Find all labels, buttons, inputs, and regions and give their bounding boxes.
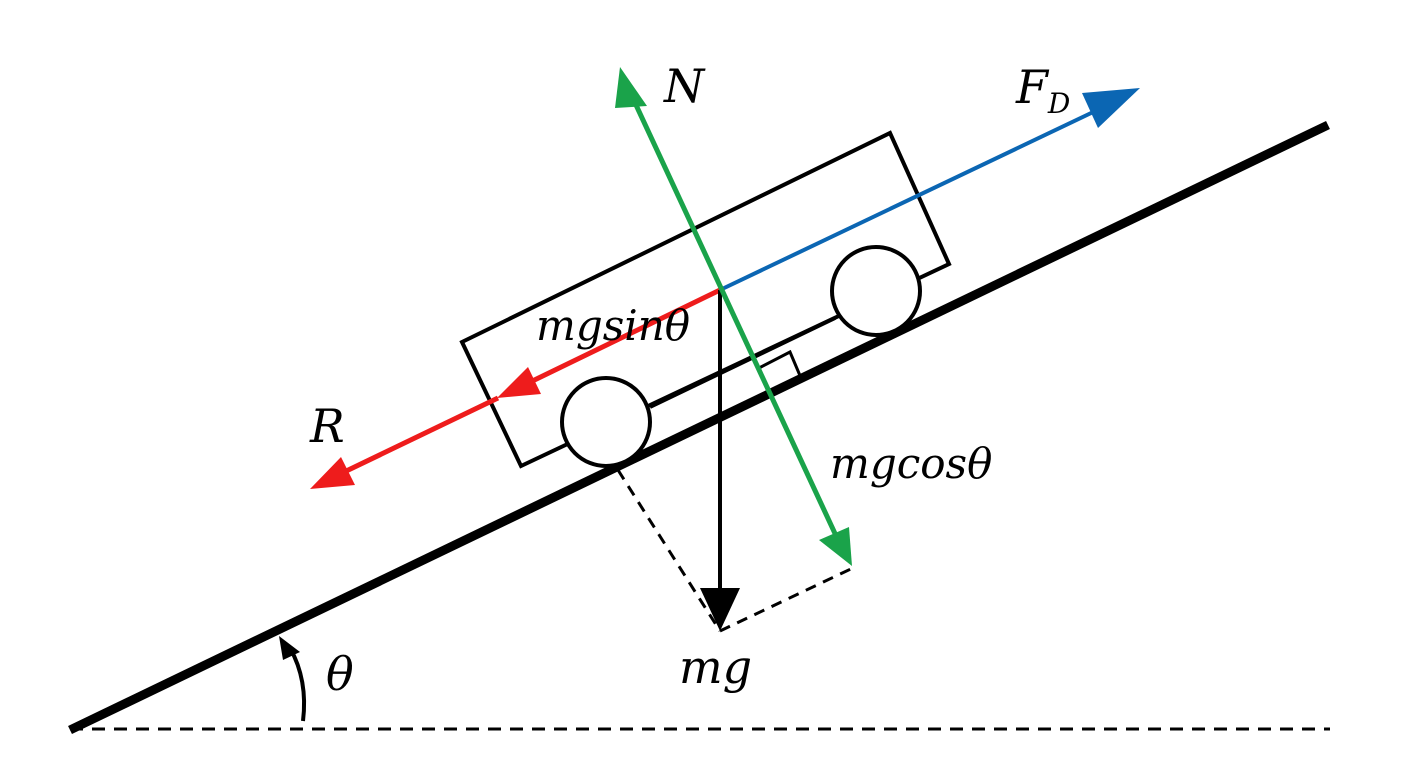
parallel-component-arrow <box>497 287 722 398</box>
angle-arc <box>279 636 307 722</box>
front-wheel <box>830 245 922 337</box>
rear-wheel <box>560 376 652 468</box>
perpendicular-component-label: mgcosθ <box>830 439 992 488</box>
resistance-arrow <box>310 395 500 489</box>
resistance-label: R <box>309 399 345 453</box>
cart-axle <box>649 316 836 409</box>
normal-force-arrow <box>615 67 852 566</box>
incline-surface <box>68 120 1330 735</box>
weight-label: mg <box>679 640 752 694</box>
normal-force-label: N <box>663 59 706 113</box>
weight-resolution-lines <box>616 469 856 633</box>
drive-force-symbol: F <box>1015 60 1050 114</box>
right-angle-marker <box>758 349 803 379</box>
weight-arrow <box>700 290 740 631</box>
drive-force-arrow <box>719 88 1140 292</box>
drive-force-subscript: D <box>1047 87 1070 120</box>
parallel-component-label: mgsinθ <box>536 301 690 350</box>
angle-label: θ <box>326 647 354 701</box>
drive-force-label: FD <box>1015 60 1070 120</box>
